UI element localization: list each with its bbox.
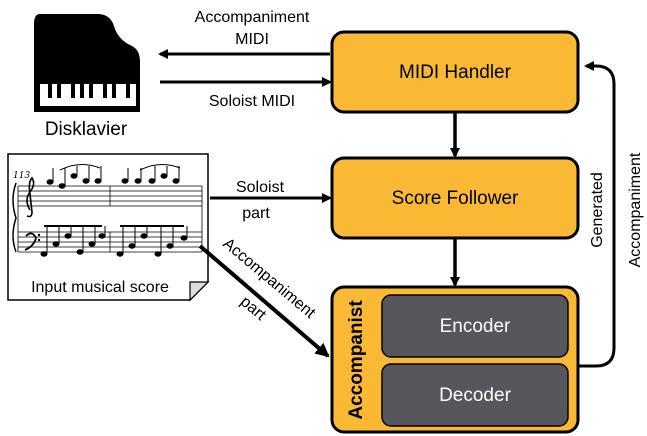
musical-score-image: 113 — [7, 153, 210, 302]
score-follower-label: Score Follower — [392, 188, 519, 209]
generated-accompaniment-arrow — [579, 61, 616, 368]
accompaniment-midi-label-line2: MIDI — [235, 31, 269, 48]
soloist-part-label-line1: Soloist — [236, 179, 285, 196]
score-follower-box[interactable]: Score Follower — [330, 156, 580, 240]
accompanist-box[interactable]: Accompanist Encoder Decoder — [330, 285, 580, 434]
score-caption: Input musical score — [31, 279, 169, 296]
accompaniment-part-arrow — [198, 244, 330, 358]
decoder-label: Decoder — [439, 385, 511, 406]
accompaniment-part-label-line1: Accompaniment — [219, 235, 318, 322]
encoder-label: Encoder — [440, 316, 511, 337]
encoder-block[interactable]: Encoder — [381, 294, 569, 358]
accompaniment-midi-label-line1: Accompaniment — [195, 9, 310, 26]
accompanist-label: Accompanist — [346, 300, 367, 420]
soloist-part-label-line2: part — [242, 205, 270, 222]
midi-handler-box[interactable]: MIDI Handler — [330, 30, 580, 114]
decoder-block[interactable]: Decoder — [381, 363, 569, 427]
generated-label-line2: Accompaniment — [627, 152, 644, 267]
generated-label-line1: Generated — [589, 172, 606, 248]
disklavier-label: Disklavier — [45, 119, 128, 140]
soloist-midi-label: Soloist MIDI — [209, 93, 295, 110]
accompaniment-part-label-line2: part — [237, 293, 269, 324]
disklavier-icon — [34, 14, 140, 112]
measure-number: 113 — [13, 171, 30, 181]
midi-handler-label: MIDI Handler — [399, 62, 512, 83]
